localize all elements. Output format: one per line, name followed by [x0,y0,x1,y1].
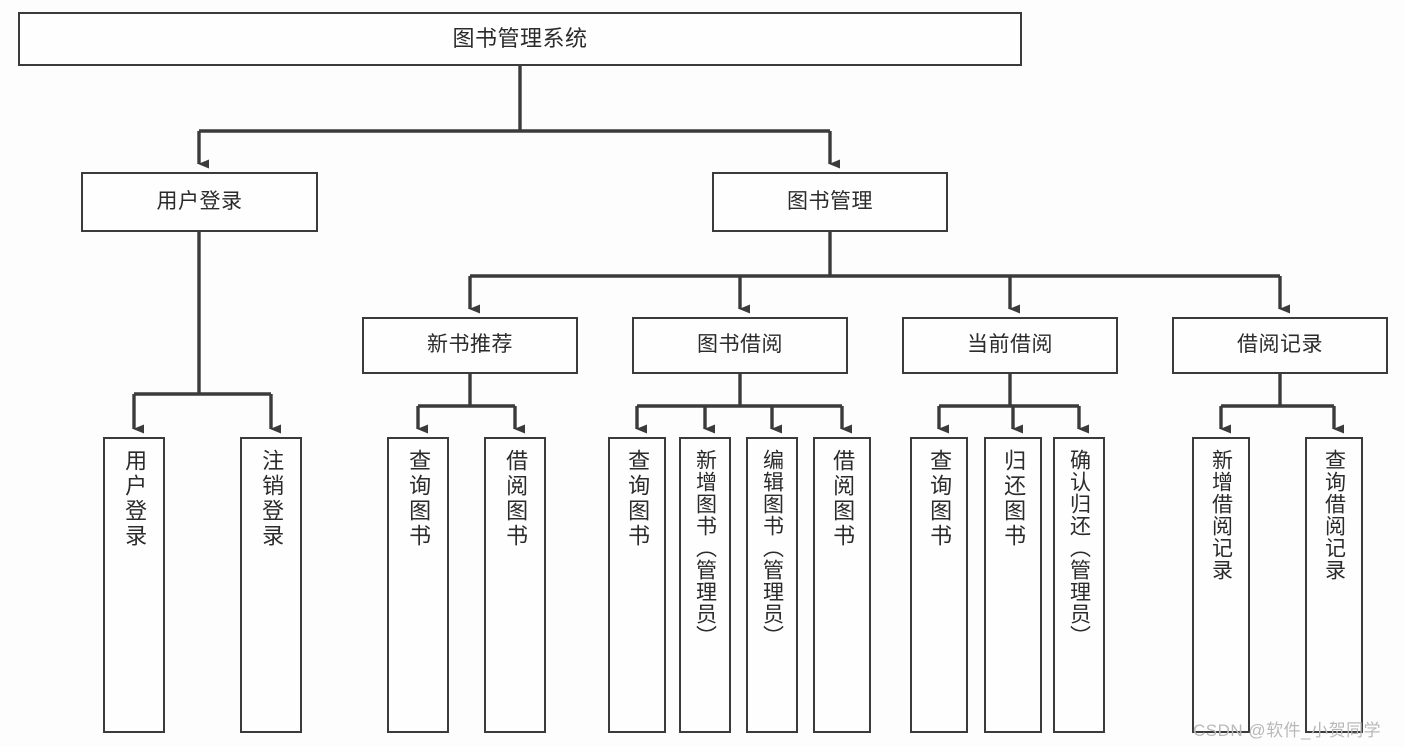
node-label: 查询图书 [406,449,432,549]
leaf-borrow-book-new-rec[interactable]: 借阅图书 [484,437,546,733]
node-user-login[interactable]: 用户登录 [81,172,318,232]
node-book-management[interactable]: 图书管理 [712,172,948,232]
leaf-add-borrow-record[interactable]: 新增借阅记录 [1192,437,1250,733]
node-label: 确认归还（管理员） [1067,449,1091,647]
node-label: 归还图书 [1001,449,1027,549]
node-label: 借阅图书 [503,449,529,549]
leaf-edit-book-admin[interactable]: 编辑图书（管理员） [746,437,798,733]
node-label: 注销登录 [259,449,285,549]
node-label: 查询图书 [625,449,651,549]
node-root-system[interactable]: 图书管理系统 [18,12,1022,66]
node-label: 图书管理系统 [452,26,588,52]
leaf-query-book-current[interactable]: 查询图书 [910,437,968,733]
node-label: 借阅记录 [1237,333,1323,357]
leaf-add-book-admin[interactable]: 新增图书（管理员） [679,437,731,733]
leaf-query-book-new-rec[interactable]: 查询图书 [387,437,449,733]
node-label: 用户登录 [122,449,148,549]
node-new-book-recommend[interactable]: 新书推荐 [362,317,578,374]
leaf-logout[interactable]: 注销登录 [240,437,302,733]
leaf-query-book-borrow[interactable]: 查询图书 [608,437,666,733]
leaf-return-book[interactable]: 归还图书 [984,437,1042,733]
node-label: 新书推荐 [427,333,513,357]
node-current-borrow[interactable]: 当前借阅 [902,317,1118,374]
node-label: 编辑图书（管理员） [760,449,784,647]
node-label: 新增借阅记录 [1209,449,1233,581]
node-label: 查询图书 [927,449,953,549]
node-label: 图书管理 [787,189,873,213]
node-label: 用户登录 [156,189,243,213]
node-label: 图书借阅 [697,333,783,357]
node-label: 查询借阅记录 [1322,449,1346,581]
node-label: 借阅图书 [830,449,856,549]
node-borrow-record[interactable]: 借阅记录 [1172,317,1388,374]
csdn-watermark: CSDN @软件_小贺同学 [1193,721,1382,740]
node-label: 当前借阅 [967,333,1053,357]
leaf-confirm-return-admin[interactable]: 确认归还（管理员） [1053,437,1105,733]
leaf-borrow-book-borrow[interactable]: 借阅图书 [813,437,871,733]
leaf-query-borrow-record[interactable]: 查询借阅记录 [1305,437,1363,733]
node-book-borrow[interactable]: 图书借阅 [632,317,848,374]
leaf-user-login[interactable]: 用户登录 [103,437,165,733]
node-label: 新增图书（管理员） [693,449,717,647]
